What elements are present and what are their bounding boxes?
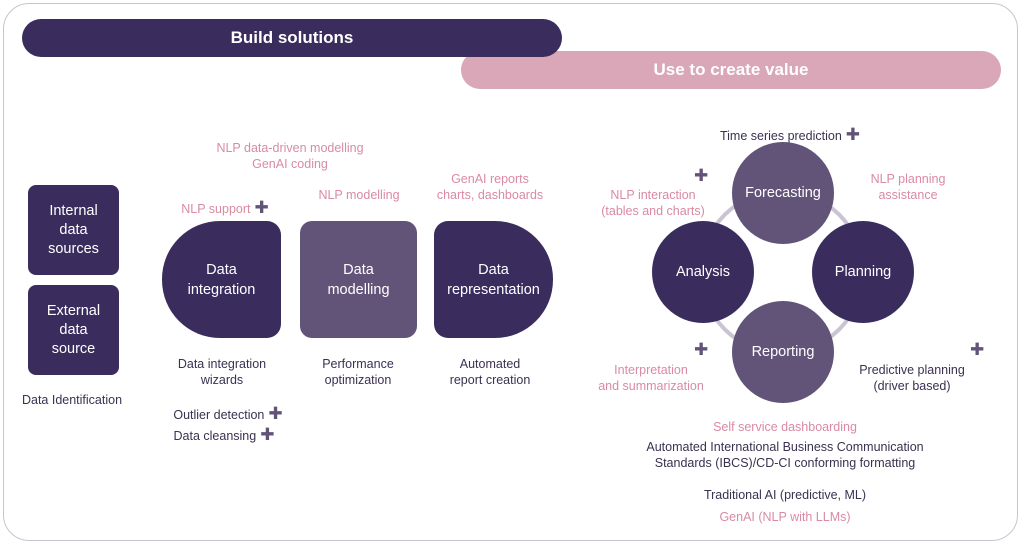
external-data-source-box: External data source xyxy=(28,285,119,375)
interpretation-note: Interpretation and summarization xyxy=(586,346,716,394)
nlp-modelling-note: NLP modelling xyxy=(318,188,400,202)
plus-icon: ✚ xyxy=(694,340,709,359)
data-representation-label: Data representation xyxy=(447,261,540,298)
nlp-interaction-label: NLP interaction (tables and charts) xyxy=(601,188,705,218)
ibcs-note: Automated International Business Communi… xyxy=(646,440,924,470)
use-to-create-value-banner: Use to create value xyxy=(461,51,1001,89)
plus-icon: ✚ xyxy=(694,166,709,185)
planning-label: Planning xyxy=(834,264,892,280)
genai-reports-note: GenAI reports charts, dashboards xyxy=(436,172,544,202)
nlp-support-label: NLP support xyxy=(181,202,251,216)
reporting-circle: Reporting xyxy=(732,301,834,403)
nlp-planning-assistance-note: NLP planning assistance xyxy=(870,172,946,202)
plus-icon: ✚ xyxy=(970,340,985,359)
interpretation-label: Interpretation and summarization xyxy=(598,363,704,393)
time-series-prediction-label: Time series prediction xyxy=(719,129,842,143)
predictive-planning-note: Predictive planning (driver based) xyxy=(846,346,978,394)
self-service-dashboarding-note: Self service dashboarding xyxy=(713,420,857,434)
data-identification-caption: Data Identification xyxy=(21,393,123,407)
internal-data-sources-label: Internal data sources xyxy=(48,202,99,257)
data-integration-label: Data integration xyxy=(187,261,256,298)
analysis-label: Analysis xyxy=(676,264,730,280)
build-solutions-banner: Build solutions xyxy=(22,19,562,57)
outlier-detection-note: Outlier detection✚ xyxy=(160,390,296,423)
nlp-support-note: NLP support✚ xyxy=(160,184,290,217)
genai-legend: GenAI (NLP with LLMs) xyxy=(719,510,851,524)
nlp-data-driven-modelling-note: NLP data-driven modelling GenAI coding xyxy=(216,141,364,171)
forecasting-label: Forecasting xyxy=(745,185,821,201)
performance-optimization-note: Performance optimization xyxy=(322,357,394,387)
plus-icon: ✚ xyxy=(254,198,269,217)
data-modelling-label: Data modelling xyxy=(327,261,390,298)
plus-icon: ✚ xyxy=(268,404,283,423)
analysis-circle: Analysis xyxy=(652,221,754,323)
plus-icon: ✚ xyxy=(845,125,861,144)
time-series-prediction-note: Time series prediction✚ xyxy=(700,111,880,144)
internal-data-sources-box: Internal data sources xyxy=(28,185,119,275)
reporting-label: Reporting xyxy=(751,344,815,360)
data-cleansing-note: Data cleansing✚ xyxy=(160,411,288,444)
predictive-planning-label: Predictive planning (driver based) xyxy=(859,363,965,393)
data-integration-wizards-note: Data integration wizards xyxy=(177,357,267,387)
use-to-create-value-label: Use to create value xyxy=(653,60,809,79)
automated-report-creation-note: Automated report creation xyxy=(449,357,531,387)
data-cleansing-label: Data cleansing xyxy=(173,429,257,443)
outer-frame xyxy=(3,3,1018,541)
data-representation-shape: Data representation xyxy=(434,221,553,338)
plus-icon: ✚ xyxy=(260,425,275,444)
outlier-detection-label: Outlier detection xyxy=(173,408,265,422)
planning-circle: Planning xyxy=(812,221,914,323)
data-modelling-shape: Data modelling xyxy=(300,221,417,338)
traditional-ai-legend: Traditional AI (predictive, ML) xyxy=(703,488,867,502)
forecasting-circle: Forecasting xyxy=(732,142,834,244)
nlp-interaction-note: NLP interaction (tables and charts) xyxy=(586,171,720,219)
external-data-source-label: External data source xyxy=(46,302,101,357)
build-solutions-label: Build solutions xyxy=(230,28,354,47)
data-integration-shape: Data integration xyxy=(162,221,281,338)
